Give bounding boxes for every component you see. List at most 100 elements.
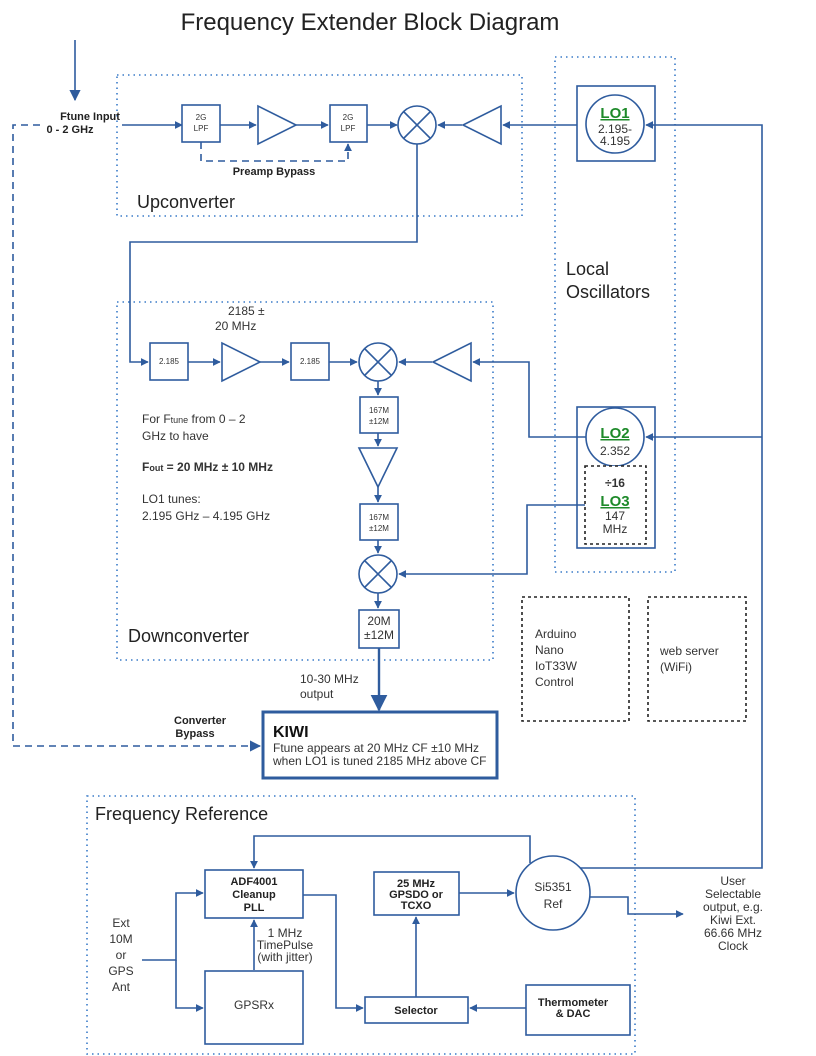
lpf-1-label-2: LPF — [194, 124, 209, 133]
ext-to-adf-wire — [142, 889, 204, 961]
if-filter-3-label: 20M — [367, 614, 390, 628]
gpsdo-block — [373, 871, 460, 916]
lo1-freq: 2.195- — [598, 122, 632, 136]
upconverter-mixer — [397, 105, 437, 145]
timepulse-label-3: (with jitter) — [257, 950, 312, 964]
local-oscillators-label: Local — [566, 259, 609, 279]
lo1-circle — [585, 94, 645, 154]
gpsrx-label: GPSRx — [234, 998, 274, 1012]
if-filter-3 — [358, 609, 400, 649]
note-ftune-2: GHz to have — [142, 429, 209, 443]
ext-to-gpsrx-wire — [175, 960, 204, 1012]
user-output-label: User — [720, 874, 745, 888]
frequency-reference-label: Frequency Reference — [95, 804, 268, 824]
upconverter-label: Upconverter — [137, 192, 235, 212]
kiwi-line-2: when LO1 is tuned 2185 MHz above CF — [272, 754, 486, 768]
user-output-label-2: Selectable — [705, 887, 761, 901]
preamp-triangle — [257, 104, 298, 146]
si5351-label: Si5351 — [534, 880, 572, 894]
bpf-2-label: 2.185 — [300, 357, 321, 366]
kiwi-block — [261, 710, 499, 780]
gpsrx-block — [204, 970, 304, 1045]
web-server-label: web server — [659, 644, 719, 658]
bpf-1-label: 2.185 — [159, 357, 180, 366]
kiwi-title: KIWI — [273, 724, 309, 741]
lo1-buffer-amp — [461, 104, 502, 146]
if-filter-2-label: 167M — [369, 513, 389, 522]
user-output-label-3: output, e.g. — [703, 900, 763, 914]
filter-bw-label: 2185 ± — [228, 304, 265, 318]
timepulse-label-2: TimePulse — [257, 938, 314, 952]
downconverter-mixer-1 — [358, 342, 398, 382]
arduino-label-2: Nano — [535, 643, 564, 657]
downconverter-mixer-2 — [358, 554, 398, 594]
web-server-block — [647, 596, 747, 722]
lpf-block-2 — [329, 104, 368, 143]
si5351-user-output-wire — [589, 896, 684, 918]
lo3-name: LO3 — [600, 493, 629, 510]
lpf-2-label-2: LPF — [341, 124, 356, 133]
note-fout: Fout = 20 MHz ± 10 MHz — [142, 460, 273, 474]
lo2-to-amp-wire — [472, 358, 586, 438]
arduino-label-4: Control — [535, 675, 574, 689]
lpf-block-1 — [181, 104, 221, 143]
if-filter-1-label: 167M — [369, 406, 389, 415]
selector-label: Selector — [394, 1005, 438, 1017]
ext-input-label-3: or — [116, 948, 127, 962]
lpf-2-label: 2G — [343, 113, 354, 122]
si5351-to-adf-feedback — [250, 835, 531, 869]
converter-bypass-label-2: Bypass — [175, 728, 214, 740]
bpf-block-2 — [290, 342, 330, 381]
lo3-divider: ÷16 — [605, 476, 625, 490]
preamp-bypass-wire — [200, 142, 352, 162]
downconv-amp-1 — [221, 341, 262, 383]
ext-input-label-4: GPS — [108, 964, 133, 978]
ext-input-label: Ext — [112, 916, 130, 930]
downconv-amp-2 — [357, 447, 399, 489]
upconv-to-downconv-wire — [129, 144, 418, 366]
ext-input-label-5: Ant — [112, 980, 131, 994]
lo1-freq-2: 4.195 — [600, 134, 630, 148]
converter-bypass-label: Converter — [174, 715, 227, 727]
gpsdo-label: 25 MHz — [397, 878, 435, 890]
si5351-label-2: Ref — [544, 897, 563, 911]
if-filter-1 — [359, 396, 399, 434]
lpf-1-label: 2G — [196, 113, 207, 122]
bpf-block-1 — [149, 342, 189, 381]
ext-input-label-2: 10M — [109, 932, 132, 946]
filter-bw-label-2: 20 MHz — [215, 319, 256, 333]
note-lo1-2: 2.195 GHz – 4.195 GHz — [142, 509, 270, 523]
lo2-name: LO2 — [600, 425, 629, 442]
gpsdo-label-3: TCXO — [401, 900, 432, 912]
output-label-2: output — [300, 687, 334, 701]
arduino-label-3: IoT33W — [535, 659, 578, 673]
frequency-reference-group — [86, 795, 636, 1055]
adf4001-label: ADF4001 — [230, 876, 277, 888]
thermometer-dac-block — [525, 984, 631, 1036]
adf-to-selector-wire — [303, 894, 364, 1012]
converter-bypass-wire — [12, 124, 262, 752]
user-output-label-6: Clock — [718, 939, 749, 953]
web-server-label-2: (WiFi) — [660, 660, 692, 674]
timepulse-label: 1 MHz — [268, 926, 303, 940]
user-output-label-5: 66.66 MHz — [704, 926, 762, 940]
preamp-bypass-label: Preamp Bypass — [233, 166, 316, 178]
lo1-name: LO1 — [600, 105, 629, 122]
arduino-control-block — [521, 596, 630, 722]
si5351-to-lo-bus — [578, 121, 763, 869]
if-filter-2-label-2: ±12M — [369, 524, 389, 533]
adf4001-label-2: Cleanup — [232, 889, 276, 901]
lo3-freq-2: MHz — [603, 522, 628, 536]
if-filter-2 — [359, 503, 399, 541]
local-oscillators-group — [554, 56, 676, 573]
thermometer-label: Thermometer — [538, 997, 609, 1009]
if-filter-1-label-2: ±12M — [369, 417, 389, 426]
page-title: Frequency Extender Block Diagram — [181, 9, 560, 36]
ftune-input-range: 0 - 2 GHz — [46, 124, 94, 136]
output-label: 10-30 MHz — [300, 672, 359, 686]
adf4001-block — [204, 869, 304, 919]
thermometer-label-2: & DAC — [556, 1008, 591, 1020]
lo3-block — [584, 465, 647, 545]
upconverter-group — [116, 74, 523, 217]
